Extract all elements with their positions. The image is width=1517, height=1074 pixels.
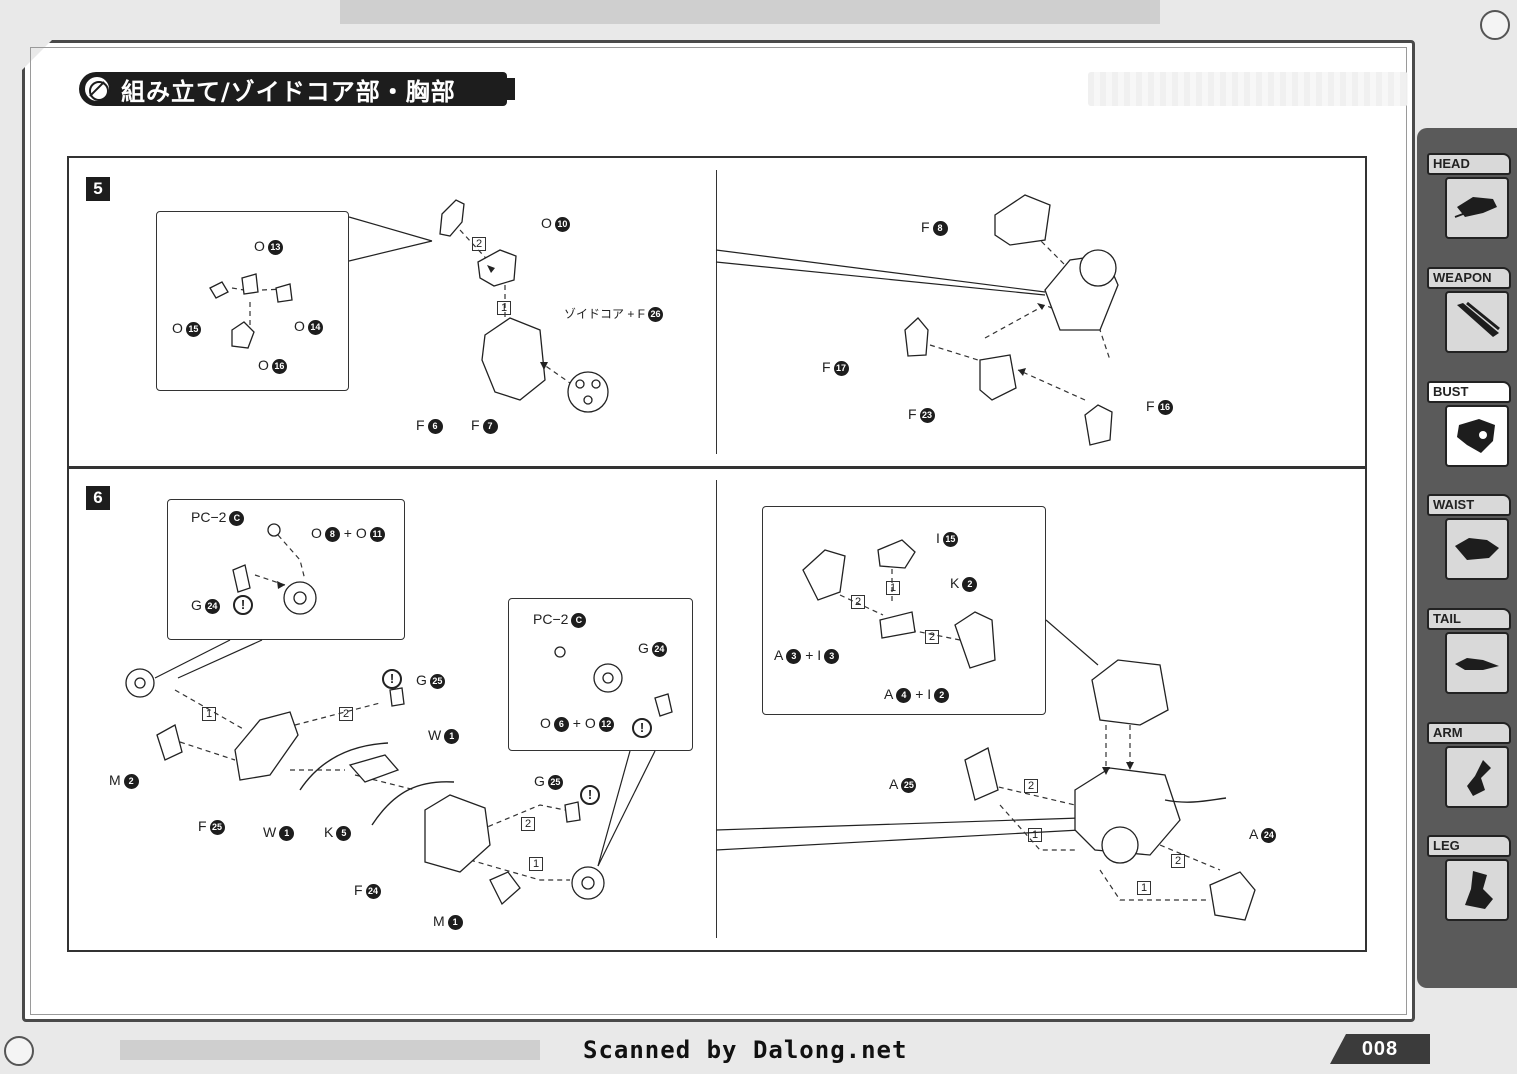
page-title-bar: 組み立て/ゾイドコア部・胸部 <box>79 72 507 106</box>
tab-tail[interactable]: TAIL <box>1427 608 1511 694</box>
frame-stripe-bottom <box>120 1040 540 1060</box>
tab-weapon[interactable]: WEAPON <box>1427 267 1511 353</box>
step-6-divider <box>716 480 717 938</box>
step-5-detail-box <box>156 211 349 391</box>
step-6-detail-box-1 <box>167 499 405 640</box>
assembly-order-box: 1 <box>886 581 900 595</box>
frame-stripe-top <box>340 0 1160 24</box>
assembly-order-box: 2 <box>521 817 535 831</box>
assembly-order-box: 1 <box>497 301 511 315</box>
tab-leg[interactable]: LEG <box>1427 835 1511 921</box>
head-silhouette-icon <box>1445 177 1509 239</box>
leg-silhouette-icon <box>1445 859 1509 921</box>
compass-icon <box>83 75 111 103</box>
tab-label: ARM <box>1427 722 1511 744</box>
step-number: 5 <box>86 177 110 201</box>
tab-label: TAIL <box>1427 608 1511 630</box>
assembly-order-box: 1 <box>202 707 216 721</box>
step-6-detail-box-3 <box>762 506 1046 715</box>
caution-icon: ! <box>580 785 600 805</box>
caution-icon: ! <box>632 718 652 738</box>
tab-waist[interactable]: WAIST <box>1427 494 1511 580</box>
arm-silhouette-icon <box>1445 746 1509 808</box>
tab-bust[interactable]: BUST <box>1427 381 1511 467</box>
tab-label: BUST <box>1427 381 1511 403</box>
step-6-panel <box>67 467 1367 952</box>
weapon-silhouette-icon <box>1445 291 1509 353</box>
page-number: 008 <box>1361 1037 1399 1060</box>
corner-dial-icon <box>1480 10 1510 40</box>
assembly-order-box: 1 <box>1137 881 1151 895</box>
corner-dial-icon <box>4 1036 34 1066</box>
assembly-order-box: 2 <box>1024 779 1038 793</box>
title-bar-tab <box>507 78 515 100</box>
assembly-order-box: 2 <box>925 630 939 644</box>
tab-head[interactable]: HEAD <box>1427 153 1511 239</box>
step-5-divider <box>716 170 717 454</box>
caution-icon: ! <box>233 595 253 615</box>
tab-label: HEAD <box>1427 153 1511 175</box>
step-number: 6 <box>86 486 110 510</box>
assembly-order-box: 2 <box>1171 854 1185 868</box>
bust-silhouette-icon <box>1445 405 1509 467</box>
assembly-order-box: 2 <box>851 595 865 609</box>
caution-icon: ! <box>382 669 402 689</box>
tail-silhouette-icon <box>1445 632 1509 694</box>
assembly-order-box: 1 <box>1028 828 1042 842</box>
waist-silhouette-icon <box>1445 518 1509 580</box>
bleed-through-header <box>1088 72 1408 106</box>
tab-label: WAIST <box>1427 494 1511 516</box>
tab-arm[interactable]: ARM <box>1427 722 1511 808</box>
assembly-order-box: 1 <box>529 857 543 871</box>
tab-label: LEG <box>1427 835 1511 857</box>
scan-credit: Scanned by Dalong.net <box>583 1036 908 1064</box>
tab-label: WEAPON <box>1427 267 1511 289</box>
page-number-badge: 008 <box>1330 1034 1430 1064</box>
page-title: 組み立て/ゾイドコア部・胸部 <box>121 77 456 106</box>
